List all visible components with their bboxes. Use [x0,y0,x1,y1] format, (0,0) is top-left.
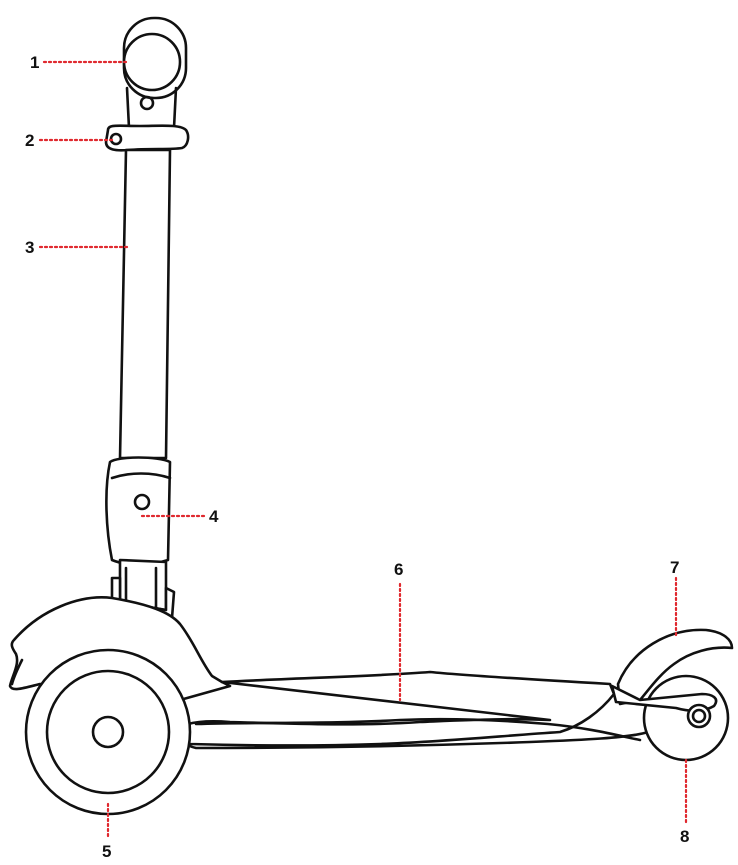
deck [174,670,650,750]
front-wheel [24,648,192,816]
callout-3: 3 [25,238,34,257]
handlebar-grip [122,16,188,130]
steering-column [118,148,172,460]
height-clamp [104,124,190,152]
callout-labels: 1 2 3 4 5 6 7 8 [25,53,689,861]
scooter-illustration [8,16,734,816]
rear-fork [610,684,718,729]
folding-sleeve [105,456,172,566]
rear-wheel [642,674,730,762]
leader-lines [38,60,688,838]
rear-brake [616,628,734,706]
callout-4: 4 [209,507,219,526]
callout-7: 7 [670,558,679,577]
callout-6: 6 [394,560,403,579]
callout-8: 8 [680,827,689,846]
callout-2: 2 [25,131,34,150]
callout-1: 1 [30,53,39,72]
callout-5: 5 [102,842,111,861]
